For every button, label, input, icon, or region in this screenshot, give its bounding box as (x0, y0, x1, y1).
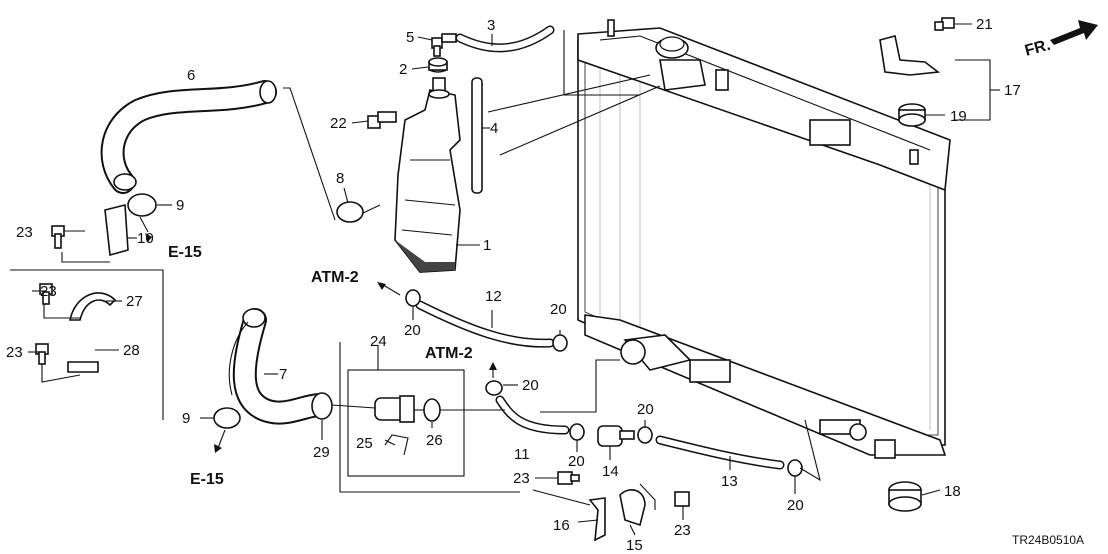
clamp-9-upper (127, 193, 157, 217)
bolt-23-e (674, 491, 690, 507)
callout-20-b: 20 (550, 301, 567, 318)
lower-radiator-hose (228, 308, 332, 425)
callout-5: 5 (406, 29, 414, 46)
clamp-20-c (485, 380, 503, 396)
callout-23-b: 23 (40, 283, 57, 300)
callout-14: 14 (602, 463, 619, 480)
clamp-20-e (637, 426, 653, 444)
callout-11: 11 (514, 446, 530, 463)
leader-lines (28, 23, 1000, 536)
reference-labels: ATM-2 ATM-2 E-15 E-15 (168, 244, 473, 488)
callout-8: 8 (336, 170, 344, 187)
drain-plug-group-box (347, 369, 465, 477)
reserve-tank-cap (428, 57, 448, 73)
clamp-29 (311, 392, 333, 420)
diagram-code: TR24B0510A (1012, 533, 1084, 547)
callout-25: 25 (356, 435, 373, 452)
callout-23-e: 23 (674, 522, 691, 539)
callout-17: 17 (1004, 82, 1021, 99)
upper-radiator-hose (100, 80, 277, 194)
clamp-20-a (405, 289, 421, 307)
bracket-15 (619, 489, 646, 527)
callout-20-e: 20 (637, 401, 654, 418)
clip-25 (384, 434, 409, 456)
atf-hose-12 (415, 300, 555, 348)
clamp-9-lower (213, 407, 241, 429)
bracket-27 (69, 292, 117, 321)
callout-18: 18 (944, 483, 961, 500)
clamp-20-b (552, 334, 568, 352)
mount-bracket-17 (879, 35, 941, 76)
hose-bracket-10 (104, 203, 129, 257)
bolt-23-a (51, 225, 65, 249)
bolt-23-d (557, 471, 580, 485)
bolt-23-b (39, 283, 53, 305)
clamp-20-d (569, 423, 585, 441)
callout-24: 24 (370, 333, 387, 350)
callout-10: 10 (137, 230, 154, 247)
radiator (577, 19, 951, 459)
callout-13: 13 (721, 473, 738, 490)
callout-1: 1 (483, 237, 491, 254)
mount-cushion-18 (888, 481, 922, 512)
hose-fitting (431, 33, 457, 57)
callout-28: 28 (123, 342, 140, 359)
bracket-16 (588, 497, 606, 542)
callout-20-c: 20 (522, 377, 539, 394)
o-ring-26 (423, 398, 441, 422)
callout-21: 21 (976, 16, 993, 33)
callouts: 3 5 2 4 22 1 8 6 9 10 23 23 27 23 28 7 9… (6, 16, 1021, 554)
callout-20-f: 20 (787, 497, 804, 514)
siphon-tube (471, 77, 483, 194)
ref-atm-lower: ATM-2 (425, 345, 473, 362)
bracket-28 (67, 361, 99, 373)
callout-3: 3 (487, 17, 495, 34)
callout-9-lower: 9 (182, 410, 190, 427)
callout-23-d: 23 (513, 470, 530, 487)
callout-6: 6 (187, 67, 195, 84)
callout-26: 26 (426, 432, 443, 449)
callout-16: 16 (553, 517, 570, 534)
group-frames (10, 269, 520, 493)
clamp-20-f (787, 459, 803, 477)
callout-20-a: 20 (404, 322, 421, 339)
callout-20-d: 20 (568, 453, 585, 470)
clamp-8 (336, 201, 364, 223)
callout-19: 19 (950, 108, 967, 125)
callout-15: 15 (626, 537, 643, 554)
hose-joint-14 (597, 425, 635, 447)
callout-29: 29 (313, 444, 330, 461)
bolt-23-c (35, 343, 49, 365)
ref-e15-lower: E-15 (190, 471, 224, 488)
callout-23-c: 23 (6, 344, 23, 361)
callout-9-upper: 9 (176, 197, 184, 214)
callout-23-a: 23 (16, 224, 33, 241)
callout-7: 7 (279, 366, 287, 383)
drain-plug (374, 395, 415, 423)
callout-2: 2 (399, 61, 407, 78)
ref-atm-upper: ATM-2 (311, 269, 359, 286)
front-direction-label: FR. (1023, 37, 1052, 60)
ref-e15-upper: E-15 (168, 244, 202, 261)
callout-4: 4 (490, 120, 498, 137)
callout-27: 27 (126, 293, 143, 310)
mount-cushion-19 (898, 103, 926, 127)
front-direction-arrow: FR. (1023, 20, 1098, 60)
bolt-21 (934, 17, 955, 31)
callout-12: 12 (485, 288, 502, 305)
reference-arrowheads (145, 233, 497, 453)
callout-22: 22 (330, 115, 347, 132)
reserve-tank (394, 77, 461, 273)
bolt-22 (367, 111, 397, 129)
